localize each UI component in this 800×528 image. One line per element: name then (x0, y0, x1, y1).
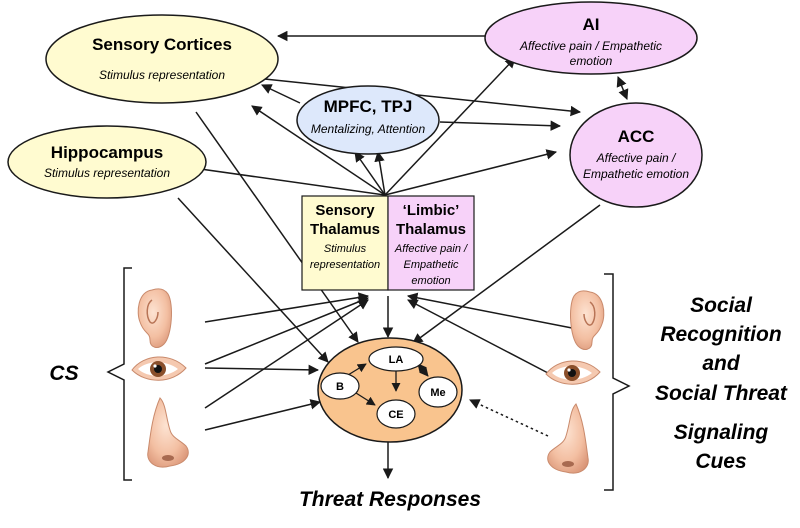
threat-responses-label: Threat Responses (299, 488, 481, 511)
node-acc: ACC Affective pain / Empathetic emotion (569, 102, 703, 208)
sensory-thalamus-title-1: Sensory (315, 202, 375, 219)
arrow-nose-thalamus (204, 299, 369, 409)
amygdala-b-label: B (336, 381, 344, 393)
node-ai: AI Affective pain / Empathetic emotion (484, 1, 698, 75)
arrow-mpfc-acc (439, 120, 562, 131)
ear-icon (137, 288, 172, 348)
amygdala-me-label: Me (430, 387, 445, 399)
arrow-eye-amygdala (204, 364, 320, 376)
acc-title: ACC (618, 127, 655, 146)
mpfc-tpj-sub: Mentalizing, Attention (311, 122, 426, 136)
arrow-b-la (347, 363, 367, 376)
social-line-6: Cues (695, 450, 746, 473)
ai-title: AI (583, 15, 600, 34)
node-thalamus: Sensory Thalamus Stimulus representation… (301, 195, 475, 291)
mpfc-tpj-title: MPFC, TPJ (324, 97, 413, 116)
node-hippocampus: Hippocampus Stimulus representation (7, 125, 207, 199)
arrow-thalamus-sensory-cortices (251, 105, 386, 196)
sensory-cortices-title: Sensory Cortices (92, 35, 232, 54)
nose-icon (147, 397, 189, 468)
arrow-thalamus-mpfc-2 (374, 150, 386, 196)
right-nose-icon (547, 403, 589, 474)
arrow-sensory-cortices-amygdala (195, 111, 359, 343)
arrow-ai-acc (616, 76, 629, 100)
limbic-thalamus-sub-2: Empathetic (403, 259, 459, 271)
amygdala-la-label: LA (389, 354, 404, 366)
eye-icon (131, 356, 187, 381)
arrow-la-me (417, 363, 429, 377)
limbic-thalamus-title-1: ‘Limbic’ (403, 202, 460, 219)
limbic-thalamus-sub-1: Affective pain / (394, 243, 468, 255)
arrow-eye-thalamus (204, 296, 369, 365)
acc-sub-line1: Affective pain / (596, 151, 677, 165)
arrow-b-ce (355, 392, 376, 406)
sensory-thalamus-sub-1: Stimulus (324, 243, 367, 255)
arrow-thalamus-hippocampus (170, 161, 386, 196)
social-line-3: and (702, 352, 741, 375)
node-amygdala: LA B CE Me (317, 337, 463, 443)
arrow-right-eye-thalamus (407, 299, 549, 374)
cs-label: CS (49, 362, 78, 385)
right-ear-icon (570, 290, 605, 350)
cs-bracket (106, 267, 132, 481)
acc-sub-line2: Empathetic emotion (583, 167, 689, 181)
ai-sub-line2: emotion (570, 54, 613, 68)
arrow-right-dotted-amygdala (469, 399, 549, 437)
arrow-thalamus-mpfc (354, 151, 386, 196)
sensory-thalamus-sub-2: representation (310, 259, 380, 271)
limbic-thalamus-sub-3: emotion (411, 275, 450, 287)
connections (170, 30, 629, 480)
social-line-1: Social (690, 294, 753, 317)
social-line-4: Social Threat (655, 382, 788, 405)
arrow-right-ear-thalamus (406, 292, 573, 329)
arrow-ear-thalamus (204, 292, 370, 323)
arrow-nose-amygdala (204, 399, 322, 431)
arrow-hippocampus-amygdala (177, 197, 329, 363)
node-mpfc-tpj: MPFC, TPJ Mentalizing, Attention (296, 85, 440, 155)
arrow-thalamus-ai (384, 57, 516, 196)
arrow-thalamus-acc (384, 149, 558, 196)
social-line-5: Signaling (674, 421, 769, 444)
social-cues-label: Social Recognition and Social Threat Sig… (655, 294, 788, 473)
ai-sub-line1: Affective pain / Empathetic (519, 39, 662, 53)
social-bracket (604, 273, 631, 491)
hippocampus-sub: Stimulus representation (44, 166, 170, 180)
arrow-mpfc-sensory-cortices (261, 84, 301, 104)
limbic-thalamus-title-2: Thalamus (396, 221, 466, 238)
arrow-acc-amygdala (412, 204, 601, 344)
sensory-thalamus-title-2: Thalamus (310, 221, 380, 238)
hippocampus-title: Hippocampus (51, 143, 163, 162)
social-line-2: Recognition (660, 323, 781, 346)
amygdala-ce-label: CE (388, 409, 403, 421)
sensory-cortices-sub: Stimulus representation (99, 68, 225, 82)
node-sensory-cortices: Sensory Cortices Stimulus representation (45, 14, 279, 104)
right-eye-icon (545, 360, 601, 385)
